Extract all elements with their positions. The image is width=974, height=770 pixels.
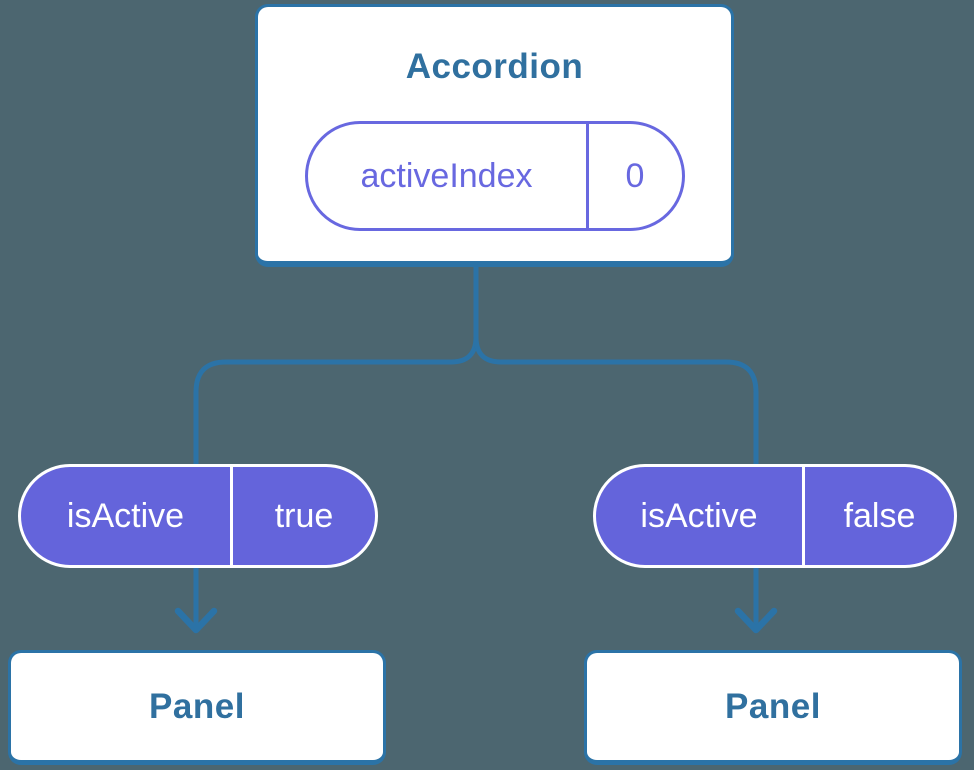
panel-component-box-left: Panel: [8, 650, 386, 765]
prop-name-label: isActive: [640, 496, 758, 535]
prop-name-label: isActive: [66, 496, 185, 535]
prop-value-label: false: [843, 496, 916, 535]
prop-value-label: true: [274, 496, 334, 535]
arrow-down-icon: [734, 607, 778, 634]
pill-divider: [585, 124, 589, 228]
state-pill: activeIndex 0: [304, 121, 685, 231]
panel-component-box-right: Panel: [584, 650, 962, 765]
pill-divider: [230, 467, 233, 565]
pill-divider: [802, 467, 805, 565]
connector-right-branch: [473, 336, 759, 628]
state-value-label: 0: [625, 156, 645, 195]
accordion-component-box: Accordion activeIndex 0: [255, 4, 734, 267]
connector-left-branch: [193, 336, 479, 628]
accordion-title: Accordion: [405, 47, 584, 86]
prop-pill-isactive-false: isActive false: [593, 464, 957, 568]
panel-title: Panel: [725, 686, 821, 726]
panel-title: Panel: [149, 686, 245, 726]
state-name-label: activeIndex: [360, 156, 533, 195]
prop-pill-isactive-true: isActive true: [18, 464, 378, 568]
arrow-down-icon: [174, 607, 218, 634]
